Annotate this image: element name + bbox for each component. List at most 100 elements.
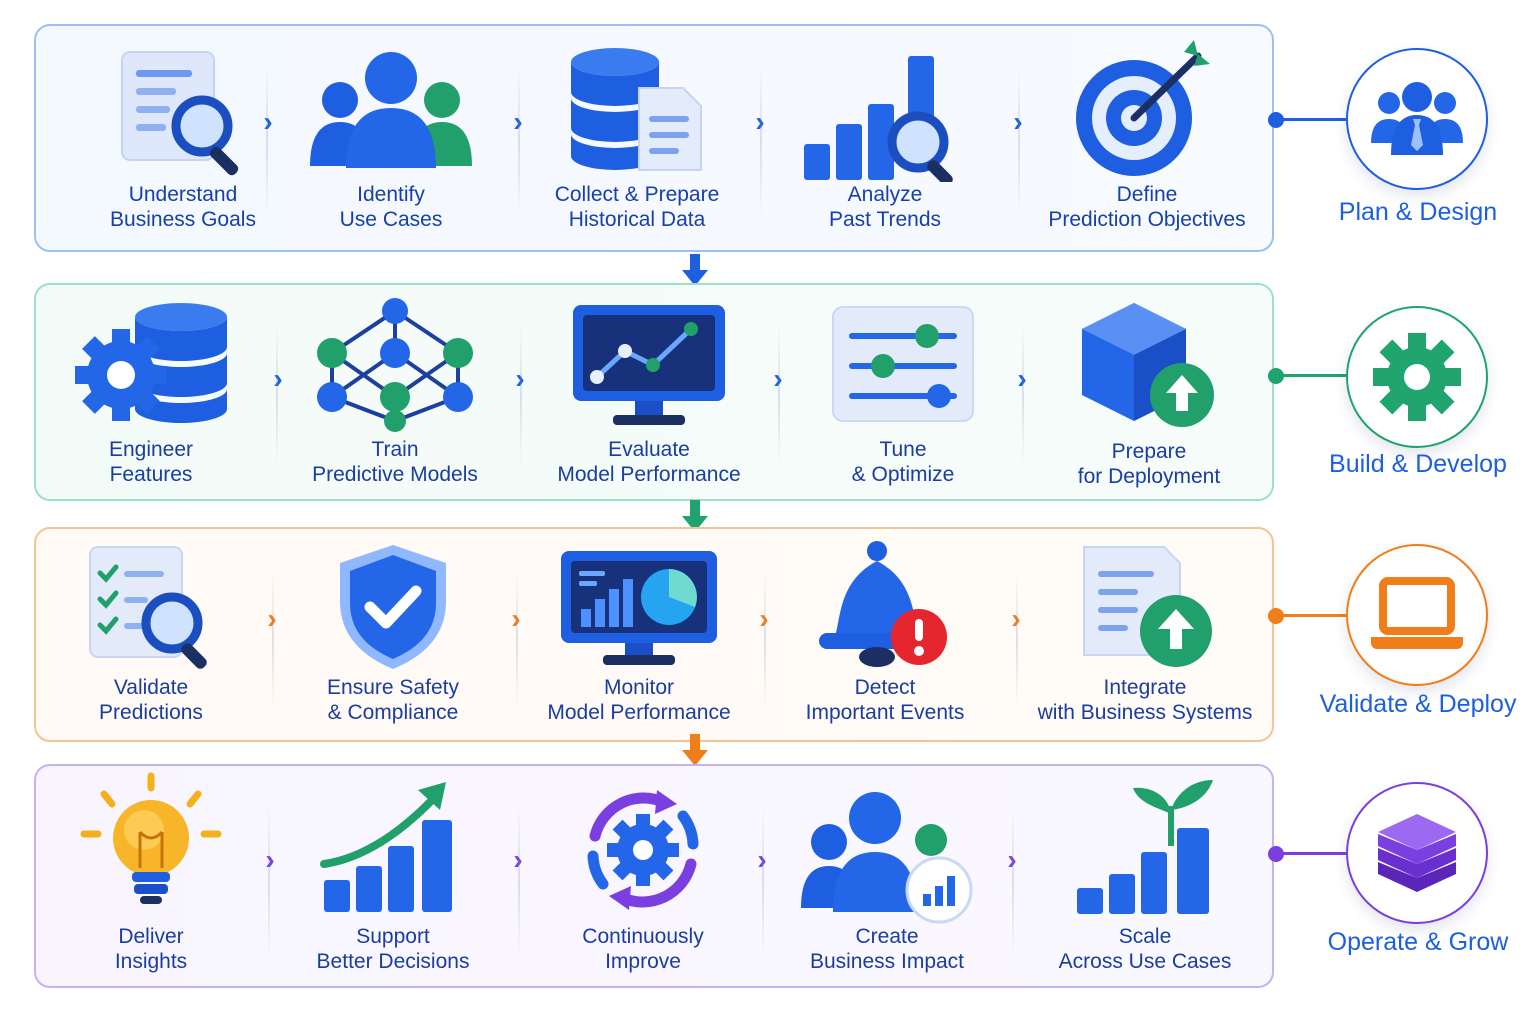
connector-dot <box>1268 846 1284 862</box>
team-icon <box>1371 82 1463 155</box>
step-line2: Improve <box>605 950 681 973</box>
step-line2: Predictive Models <box>312 463 478 486</box>
phase-validate-deploy: Validate & Deploy <box>1268 540 1536 740</box>
step-ensure-safety-compliance: Ensure Safety& Compliance <box>278 529 508 739</box>
step-line1: Tune <box>879 438 927 461</box>
gear-icon <box>1373 333 1461 421</box>
neural-network-icon <box>317 298 473 432</box>
step-line2: Predictions <box>99 701 203 724</box>
arrow-down-icon <box>682 500 708 532</box>
gear-database-icon <box>75 303 227 423</box>
chevron-right-icon: › <box>754 603 774 635</box>
step-line1: Analyze <box>847 183 923 206</box>
step-line2: with Business Systems <box>1037 701 1253 724</box>
step-line2: Across Use Cases <box>1058 950 1232 973</box>
connector-dot <box>1268 608 1284 624</box>
divider <box>778 325 780 465</box>
document-search-icon <box>121 51 239 176</box>
connector-dot <box>1268 112 1284 128</box>
layers-icon <box>1378 814 1456 892</box>
monitor-dashboard-icon <box>561 551 717 665</box>
lightbulb-icon <box>80 772 222 904</box>
phase-plan-design: Plan & Design <box>1268 44 1536 244</box>
divider <box>762 806 764 956</box>
bar-chart-search-icon <box>804 56 953 182</box>
step-line2: Insights <box>114 950 188 973</box>
divider <box>760 66 762 216</box>
plant-chart-icon <box>1077 780 1213 914</box>
step-line2: & Optimize <box>851 463 955 486</box>
divider <box>276 325 278 465</box>
step-line1: Evaluate <box>608 438 690 461</box>
step-line2: Model Performance <box>547 701 731 724</box>
step-line1: Continuously <box>582 925 704 948</box>
people-chart-icon <box>801 792 973 924</box>
chevron-right-icon: › <box>1002 844 1022 876</box>
step-line1: Collect & Prepare <box>554 183 720 206</box>
phase-badge <box>1346 544 1488 686</box>
step-line2: Historical Data <box>568 208 706 231</box>
step-line1: Train <box>371 438 419 461</box>
step-line2: Features <box>109 463 193 486</box>
phase-name: Build & Develop <box>1329 450 1507 478</box>
chevron-right-icon: › <box>1006 603 1026 635</box>
divider <box>516 569 518 709</box>
step-line1: Understand <box>128 183 238 206</box>
step-line2: Better Decisions <box>316 950 470 973</box>
step-line2: Business Goals <box>110 208 256 231</box>
chevron-right-icon: › <box>268 363 288 395</box>
step-line1: Detect <box>854 676 916 699</box>
phase-badge <box>1346 48 1488 190</box>
step-line1: Define <box>1116 183 1178 206</box>
chevron-right-icon: › <box>752 844 772 876</box>
divider <box>1016 569 1018 709</box>
checklist-search-icon <box>89 546 207 669</box>
divider <box>764 569 766 709</box>
chevron-right-icon: › <box>262 603 282 635</box>
step-line2: Past Trends <box>828 208 942 231</box>
step-tune-optimize: Tune& Optimize <box>788 285 1018 499</box>
divider <box>1012 806 1014 956</box>
step-line1: Deliver <box>118 925 184 948</box>
phase-name: Validate & Deploy <box>1319 690 1517 718</box>
sliders-icon <box>832 306 974 422</box>
laptop-icon <box>1371 577 1463 649</box>
chevron-right-icon: › <box>1008 106 1028 138</box>
step-line1: Scale <box>1118 925 1172 948</box>
growth-chart-icon <box>320 782 452 912</box>
phase-name: Plan & Design <box>1338 198 1498 226</box>
chevron-right-icon: › <box>258 106 278 138</box>
step-line2: Business Impact <box>809 950 965 973</box>
cube-upload-icon <box>1082 303 1214 427</box>
step-line2: for Deployment <box>1077 465 1221 488</box>
chevron-right-icon: › <box>750 106 770 138</box>
step-line1: Ensure Safety <box>327 676 459 699</box>
chevron-right-icon: › <box>260 844 280 876</box>
document-upload-icon <box>1083 546 1212 667</box>
step-line1: Support <box>356 925 430 948</box>
divider <box>1018 66 1020 216</box>
chevron-right-icon: › <box>508 106 528 138</box>
arrow-down-icon <box>682 734 708 766</box>
connector-dot <box>1268 368 1284 384</box>
bell-alert-icon <box>819 541 947 667</box>
connector-line <box>1276 614 1348 617</box>
divider <box>266 66 268 216</box>
step-line2: Use Cases <box>339 208 443 231</box>
step-line2: Model Performance <box>557 463 741 486</box>
